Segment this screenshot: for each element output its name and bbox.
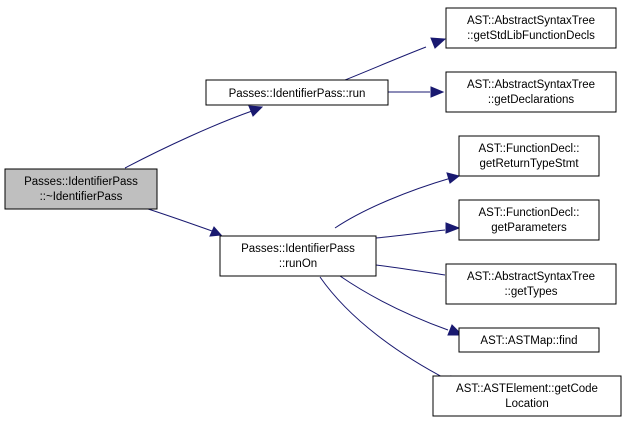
node-label-line-1: AST::FunctionDecl:: (479, 143, 580, 155)
node-identifierpass-runon[interactable]: Passes::IdentifierPass ::runOn (219, 235, 377, 277)
edge-root-to-runon (144, 207, 223, 237)
node-label-line-1: Passes::IdentifierPass (241, 243, 355, 255)
edge-runon-to-getcodelocation (319, 276, 462, 388)
node-label-line-1: AST::AbstractSyntaxTree (467, 79, 595, 91)
node-label-line-1: AST::AbstractSyntaxTree (467, 15, 595, 27)
edge-root-to-run (124, 105, 264, 169)
node-ast-getdeclarations[interactable]: AST::AbstractSyntaxTree ::getDeclaration… (445, 71, 617, 113)
node-ast-gettypes[interactable]: AST::AbstractSyntaxTree ::getTypes (445, 263, 617, 305)
node-ast-getparameters[interactable]: AST::FunctionDecl:: getParameters (458, 199, 600, 241)
node-ast-getstdlibfunctiondecls[interactable]: AST::AbstractSyntaxTree ::getStdLibFunct… (445, 7, 617, 49)
node-identifierpass-run[interactable]: Passes::IdentifierPass::run (205, 79, 389, 106)
node-identifierpass-destructor[interactable]: Passes::IdentifierPass ::~IdentifierPass (4, 168, 158, 210)
edges (124, 37, 464, 388)
node-label-line-2: getReturnTypeStmt (479, 158, 579, 170)
node-label-line-1: AST::FunctionDecl:: (479, 207, 580, 219)
node-label-line-2: ::getTypes (504, 286, 557, 298)
node-label-line-2: ::runOn (279, 258, 317, 270)
node-label-line-1: AST::ASTMap::find (480, 335, 577, 347)
node-label-line-2: Location (505, 398, 548, 410)
edge-run-to-getstdlibfunctiondecls (344, 37, 447, 81)
edge-runon-to-find (339, 275, 464, 336)
node-label-line-1: AST::ASTElement::getCode (456, 383, 598, 395)
node-label-line-2: ::~IdentifierPass (40, 191, 123, 203)
edge-run-to-getdeclarations (388, 86, 445, 98)
edge-runon-to-getreturntypestmt (334, 172, 461, 229)
node-ast-astmap-find[interactable]: AST::ASTMap::find (458, 327, 600, 353)
node-ast-getreturntypestmt[interactable]: AST::FunctionDecl:: getReturnTypeStmt (458, 135, 600, 177)
node-label-line-1: Passes::IdentifierPass (24, 176, 138, 188)
node-label-line-2: ::getDeclarations (488, 94, 575, 106)
node-label-line-1: Passes::IdentifierPass::run (229, 88, 366, 100)
node-ast-getcodelocation[interactable]: AST::ASTElement::getCode Location (432, 375, 622, 417)
node-label-line-1: AST::AbstractSyntaxTree (467, 271, 595, 283)
node-label-line-2: ::getStdLibFunctionDecls (467, 30, 595, 42)
edge-runon-to-getparameters (375, 222, 461, 239)
node-label-line-2: getParameters (491, 222, 567, 234)
